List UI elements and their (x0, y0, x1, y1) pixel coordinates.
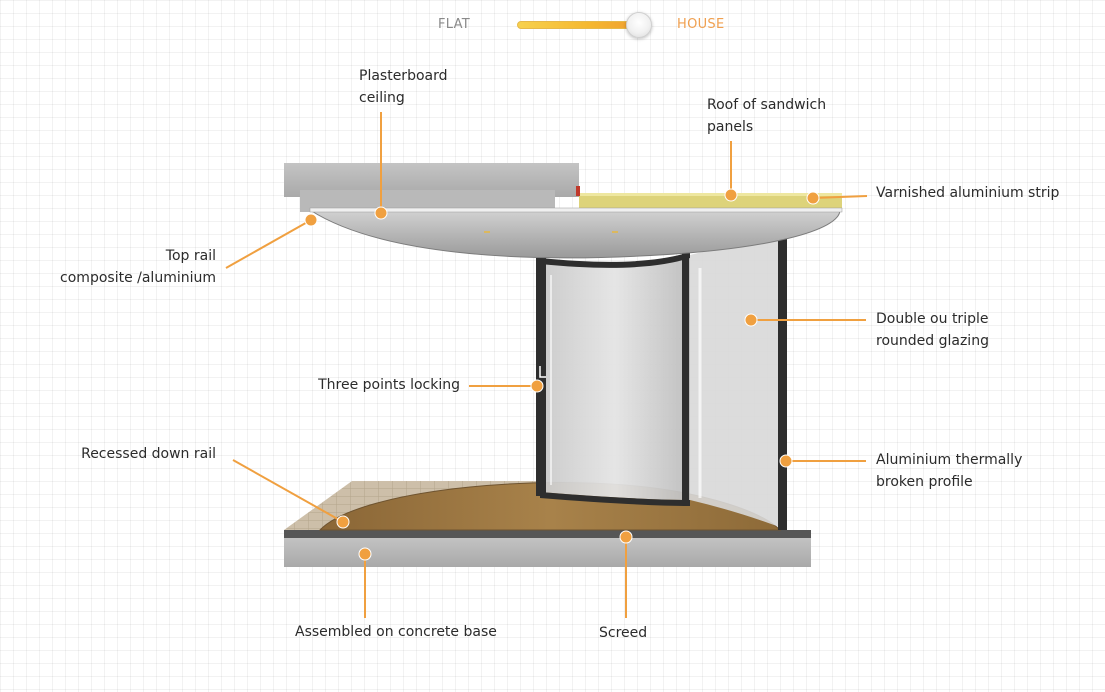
door-handle (539, 366, 546, 378)
concrete-slab-top (284, 163, 579, 212)
view-slider-track[interactable] (517, 12, 652, 38)
hotspot-top-rail[interactable] (304, 213, 318, 227)
label-screed: Screed (599, 625, 648, 641)
toggle-label-flat[interactable]: FLAT (438, 17, 471, 32)
label-three-points-locking: Three points locking (318, 377, 460, 393)
roof-sandwich-panel (309, 186, 843, 213)
callout-leaders (225, 112, 868, 618)
curved-glazing (540, 232, 782, 528)
leader-recessed-down-rail (232, 459, 344, 523)
label-varnished-aluminium-strip: Varnished aluminium strip (876, 185, 1060, 201)
label-roof-sandwich-panels: Roof of sandwich panels (707, 97, 827, 135)
hotspot-plasterboard-ceiling[interactable] (374, 206, 388, 220)
hotspot-concrete-base[interactable] (358, 547, 372, 561)
hotspot-roof-sandwich-panels[interactable] (724, 188, 738, 202)
plasterboard-ceiling (308, 209, 841, 259)
hotspot-aluminium-profile[interactable] (779, 454, 793, 468)
label-double-triple-glazing: Double ou triple rounded glazing (876, 311, 989, 349)
view-slider-knob[interactable] (626, 12, 652, 38)
label-concrete-base: Assembled on concrete base (295, 624, 497, 640)
hotspot-recessed-down-rail[interactable] (336, 515, 350, 529)
hotspot-double-triple-glazing[interactable] (744, 313, 758, 327)
hotspot-screed[interactable] (619, 530, 633, 544)
label-plasterboard-ceiling: Plasterboard ceiling (359, 68, 448, 106)
toggle-label-house[interactable]: HOUSE (677, 17, 725, 32)
hotspot-varnished-aluminium-strip[interactable] (806, 191, 820, 205)
label-top-rail: Top rail composite /aluminium (60, 248, 216, 286)
leader-top-rail (225, 219, 312, 269)
label-aluminium-profile: Aluminium thermally broken profile (876, 452, 1023, 490)
leader-varnished-aluminium-strip (812, 195, 868, 199)
hotspot-three-points-locking[interactable] (530, 379, 544, 393)
label-recessed-down-rail: Recessed down rail (81, 446, 216, 462)
concrete-base (284, 530, 811, 567)
